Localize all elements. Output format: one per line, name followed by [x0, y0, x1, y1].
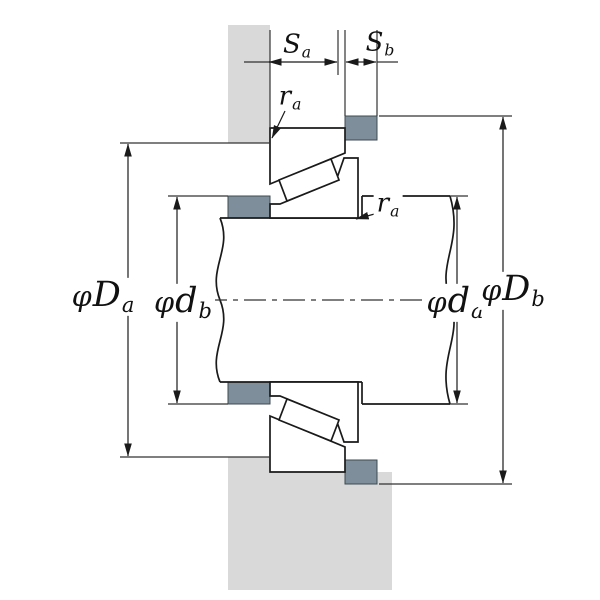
db-subscript: b — [198, 299, 212, 324]
shaft-spacer-top-left — [227, 195, 271, 219]
inner-ring-cone-top — [269, 157, 359, 219]
db-symbol: d — [175, 280, 198, 321]
outer-ring-cup-top — [269, 127, 346, 186]
Db-symbol: D — [502, 268, 531, 309]
da-symbol: d — [447, 280, 470, 321]
label-phi-Db: φDb — [478, 268, 548, 312]
dimension-lines — [124, 58, 507, 484]
ra-top-symbol: r — [278, 81, 292, 112]
Da-diameter-symbol: φ — [71, 278, 92, 313]
label-Sa: Sa — [283, 31, 311, 60]
housing-block-top — [228, 25, 270, 143]
bearing-cross-section-top — [269, 127, 359, 219]
Sa-symbol: S — [282, 29, 301, 60]
tapered-roller-bottom — [277, 397, 341, 443]
Db-diameter-symbol: φ — [481, 272, 502, 307]
ra-side-symbol: r — [376, 188, 390, 219]
bearing-cross-section-bottom — [269, 381, 359, 473]
extension-lines — [120, 30, 512, 485]
outer-ring-cup-bottom — [269, 414, 346, 473]
label-phi-db: φdb — [151, 280, 215, 324]
Sb-symbol: S — [365, 27, 384, 58]
ra-side-subscript: a — [390, 202, 400, 221]
inner-ring-cone-bottom — [269, 381, 359, 443]
label-phi-da: φda — [423, 280, 487, 323]
Da-symbol: D — [92, 274, 121, 315]
Sb-subscript: b — [384, 41, 395, 60]
ra-top-subscript: a — [292, 95, 302, 114]
da-diameter-symbol: φ — [426, 284, 447, 319]
label-ra-side: ra — [373, 188, 403, 221]
Sa-subscript: a — [301, 43, 312, 62]
abutment-ring-bottom-right — [344, 459, 378, 485]
Da-subscript: a — [121, 293, 135, 318]
shaft-spacer-bottom-left — [227, 381, 271, 405]
abutment-ring-top-right — [344, 115, 378, 141]
label-Sb: Sb — [366, 29, 395, 58]
housing-block-bottom — [228, 457, 392, 590]
db-diameter-symbol: φ — [154, 284, 175, 319]
tapered-roller-top — [277, 157, 341, 203]
leader-arrow-ra-top — [271, 110, 286, 139]
Db-subscript: b — [531, 287, 545, 312]
label-ra-top: ra — [279, 83, 302, 112]
label-phi-Da: φDa — [68, 274, 138, 318]
